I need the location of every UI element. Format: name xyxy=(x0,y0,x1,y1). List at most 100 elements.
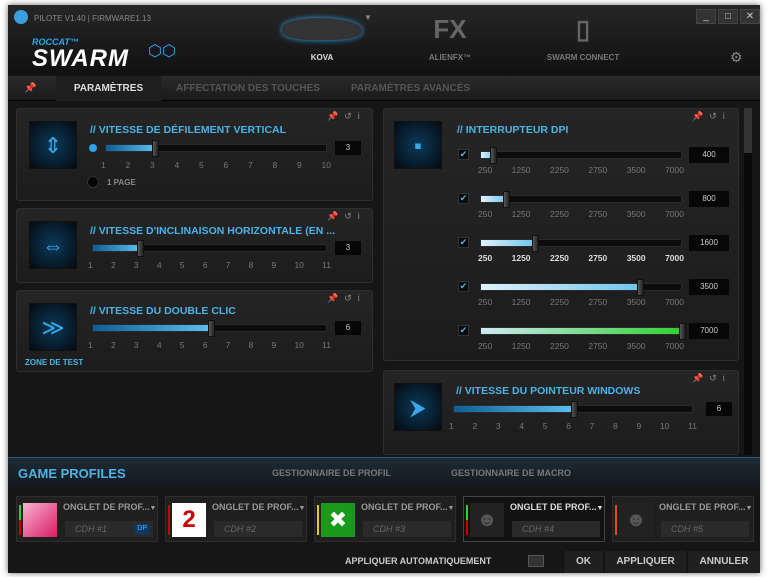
panel-tools[interactable]: 📌↺i xyxy=(327,211,366,221)
dpi-level-value[interactable]: 3500 xyxy=(689,279,729,295)
ok-button[interactable]: OK xyxy=(563,551,603,573)
dpi-level-slider[interactable] xyxy=(480,147,682,164)
dropdown-icon[interactable]: ▼ xyxy=(298,505,306,512)
pin-tab-icon[interactable]: 📌 xyxy=(24,83,37,94)
panel-tools[interactable]: 📌↺i xyxy=(327,293,366,303)
dropdown-icon[interactable]: ▼ xyxy=(596,505,604,512)
tick-label: 7000 xyxy=(665,341,684,351)
slider-thumb[interactable] xyxy=(207,320,215,337)
slider-thumb[interactable] xyxy=(137,240,144,257)
tick-label: 1250 xyxy=(511,209,531,219)
panel-tools[interactable]: 📌↺i xyxy=(692,111,731,121)
gear-icon[interactable]: ⚙ xyxy=(730,49,743,65)
panel-title: // VITESSE DU DOUBLE CLIC xyxy=(90,305,236,317)
dropdown-icon[interactable]: ▼ xyxy=(447,505,455,512)
doubleclick-value[interactable]: 6 xyxy=(335,321,361,335)
status-bar xyxy=(615,505,617,520)
profile-manager-tab[interactable]: GESTIONNAIRE DE PROFIL xyxy=(272,468,392,478)
slider-thumb[interactable] xyxy=(502,191,510,208)
close-button[interactable]: ✕ xyxy=(740,9,760,24)
tick-label: 4 xyxy=(156,340,162,350)
maximize-button[interactable]: □ xyxy=(718,9,738,24)
dropdown-icon[interactable]: ▼ xyxy=(149,505,157,512)
profile-slot[interactable]: ☻ ONGLET DE PROF...▼ CDH #5 xyxy=(612,496,754,542)
profile-slot[interactable]: ☻ ONGLET DE PROF...▼ CDH #4 xyxy=(463,496,605,542)
scrollbar[interactable] xyxy=(744,108,752,455)
profile-slot[interactable]: 2 ONGLET DE PROF...▼ CDH #2 xyxy=(165,496,307,542)
profile-name-text: ONGLET DE PROF... xyxy=(212,502,299,512)
auto-apply-toggle[interactable] xyxy=(528,555,544,567)
vertical-value[interactable]: 3 xyxy=(335,141,361,155)
cancel-button[interactable]: ANNULER xyxy=(687,551,760,573)
dpi-level-slider[interactable] xyxy=(480,235,682,252)
dpi-level-slider[interactable] xyxy=(480,191,682,208)
minimize-button[interactable]: _ xyxy=(696,9,716,24)
slider-thumb[interactable] xyxy=(679,323,686,340)
slider-thumb[interactable] xyxy=(531,235,539,252)
slot-label: CDH #1 xyxy=(75,524,108,534)
tick-label: 6 xyxy=(202,260,208,270)
profile-name[interactable]: ONGLET DE PROF...▼ xyxy=(212,502,305,514)
dpi-level-value[interactable]: 1600 xyxy=(689,235,729,251)
dpi-level-slider[interactable] xyxy=(480,279,682,296)
tab-parametres[interactable]: PARAMÈTRES xyxy=(56,76,161,101)
dpi-level-checkbox[interactable]: ✔ xyxy=(458,237,469,248)
dropdown-icon[interactable]: ▼ xyxy=(745,505,753,512)
test-zone[interactable]: ZONE DE TEST xyxy=(25,358,84,367)
nav-kova[interactable]: KOVA xyxy=(262,5,382,75)
device-dropdown-icon[interactable]: ▼ xyxy=(364,13,372,22)
panel-tools[interactable]: 📌↺i xyxy=(327,111,366,121)
profile-slot-input[interactable]: CDH #5 xyxy=(661,521,749,537)
profile-name[interactable]: ONGLET DE PROF...▼ xyxy=(659,502,752,514)
slider-thumb[interactable] xyxy=(489,147,497,164)
dpi-level-value[interactable]: 7000 xyxy=(689,323,729,339)
profile-name-text: ONGLET DE PROF... xyxy=(510,502,597,512)
tick-label: 2750 xyxy=(588,253,608,263)
dpi-level-slider[interactable] xyxy=(480,323,686,340)
profile-slot-input[interactable]: CDH #2 xyxy=(214,521,302,537)
profile-name[interactable]: ONGLET DE PROF...▼ xyxy=(63,502,156,514)
dpi-level-checkbox[interactable]: ✔ xyxy=(458,281,469,292)
profile-name-text: ONGLET DE PROF... xyxy=(659,502,746,512)
profile-slot[interactable]: ✖ ONGLET DE PROF...▼ CDH #3 xyxy=(314,496,456,542)
profile-name[interactable]: ONGLET DE PROF...▼ xyxy=(510,502,603,514)
horizontal-slider[interactable] xyxy=(92,240,327,257)
panel-title: // INTERRUPTEUR DPI xyxy=(457,124,569,136)
profile-slot-input[interactable]: CDH #3 xyxy=(363,521,451,537)
dpi-level-checkbox[interactable]: ✔ xyxy=(458,193,469,204)
profile-name-text: ONGLET DE PROF... xyxy=(63,502,150,512)
dpi-level-checkbox[interactable]: ✔ xyxy=(458,325,469,336)
slider-fill xyxy=(454,406,573,412)
profile-name[interactable]: ONGLET DE PROF...▼ xyxy=(361,502,454,514)
dpi-level-value[interactable]: 400 xyxy=(689,147,729,163)
doubleclick-slider[interactable] xyxy=(92,320,327,337)
dpi-level-checkbox[interactable]: ✔ xyxy=(458,149,469,160)
vertical-slider[interactable] xyxy=(105,140,327,157)
logo-brand: ROCCAT™ xyxy=(32,37,79,47)
apply-button[interactable]: APPLIQUER xyxy=(604,551,686,573)
dpi-level-value[interactable]: 800 xyxy=(689,191,729,207)
profile-slot-input[interactable]: CDH #4 xyxy=(512,521,600,537)
panel-tools[interactable]: 📌↺i xyxy=(692,373,731,383)
pointer-slider[interactable] xyxy=(453,401,693,418)
tab-parametres-avances[interactable]: PARAMÈTRES AVANCÉS xyxy=(350,83,471,94)
slider-thumb[interactable] xyxy=(152,140,160,157)
tick-label: 3 xyxy=(133,340,139,350)
tick-label: 4 xyxy=(156,260,162,270)
nav-label: SWARM CONNECT xyxy=(546,53,620,62)
slider-thumb[interactable] xyxy=(636,279,644,296)
pointer-value[interactable]: 6 xyxy=(706,402,732,416)
slot-label: CDH #2 xyxy=(224,524,257,534)
radio-lines[interactable] xyxy=(89,144,97,152)
tab-affectation[interactable]: AFFECTATION DES TOUCHES xyxy=(176,83,320,94)
slider-thumb[interactable] xyxy=(571,401,578,418)
radio-page[interactable] xyxy=(87,176,99,188)
horizontal-value[interactable]: 3 xyxy=(335,241,361,255)
nav-swarm-connect[interactable]: ▯SWARM CONNECT xyxy=(523,5,643,75)
macro-manager-tab[interactable]: GESTIONNAIRE DE MACRO xyxy=(451,468,572,478)
profile-name-text: ONGLET DE PROF... xyxy=(361,502,448,512)
